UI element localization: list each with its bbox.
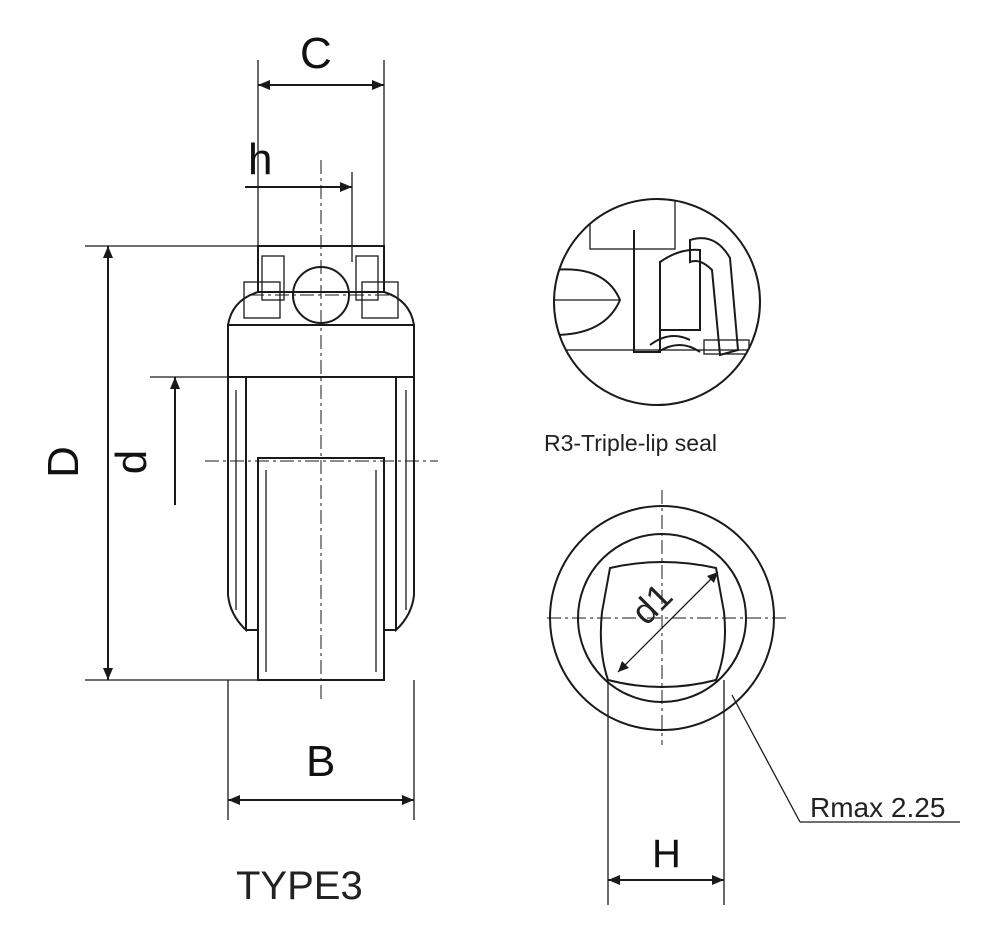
dimension-lines: [85, 60, 415, 820]
seal-caption: R3-Triple-lip seal: [544, 430, 717, 456]
square-bore-end-view: [547, 490, 960, 905]
type-label: TYPE3: [236, 864, 363, 908]
rmax-label: Rmax 2.25: [810, 792, 945, 824]
dimension-label-C: C: [300, 29, 332, 78]
dimension-label-h: h: [248, 135, 273, 184]
dimension-label-d: d: [107, 449, 157, 475]
rmax-value: 2.25: [890, 792, 946, 823]
bearing-side-view: [205, 160, 438, 700]
dimension-label-D: D: [38, 446, 88, 478]
dimension-label-H: H: [652, 832, 681, 876]
rmax-prefix: Rmax: [810, 792, 884, 823]
dimension-label-B: B: [306, 737, 336, 786]
seal-detail-circle: [553, 198, 761, 406]
